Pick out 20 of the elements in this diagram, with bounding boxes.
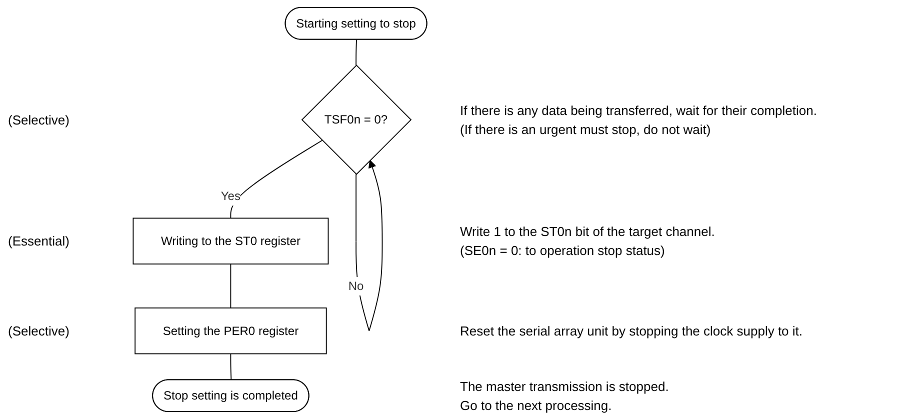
edge-label: Yes	[220, 189, 241, 203]
node-diamond: TSF0n = 0?	[301, 64, 412, 175]
note-text: If there is any data being transferred, wait for their completion.	[460, 102, 818, 120]
note-text: Go to the next processing.	[460, 396, 613, 415]
side-label: (Selective)	[8, 112, 70, 128]
node-box: Writing to the ST0 register	[132, 218, 329, 264]
note-text: Reset the serial array unit by stopping the clock supply to it.	[460, 322, 804, 340]
note-text: (If there is an urgent must stop, do not wait)	[460, 120, 712, 139]
note-text: (SE0n = 0: to operation stop status)	[460, 242, 666, 260]
note-text: The master transmission is stopped.	[460, 378, 670, 396]
node-box: Setting the PER0 register	[134, 308, 327, 354]
side-label: (Selective)	[8, 323, 70, 338]
connector	[230, 353, 232, 381]
arrow	[356, 160, 383, 332]
connector	[356, 39, 357, 66]
connector	[230, 140, 323, 219]
edge-label: No	[348, 278, 364, 293]
side-label: (Essential)	[8, 234, 70, 249]
note-text: Write 1 to the ST0n bit of the target channel.	[460, 223, 716, 242]
connector	[230, 264, 232, 308]
